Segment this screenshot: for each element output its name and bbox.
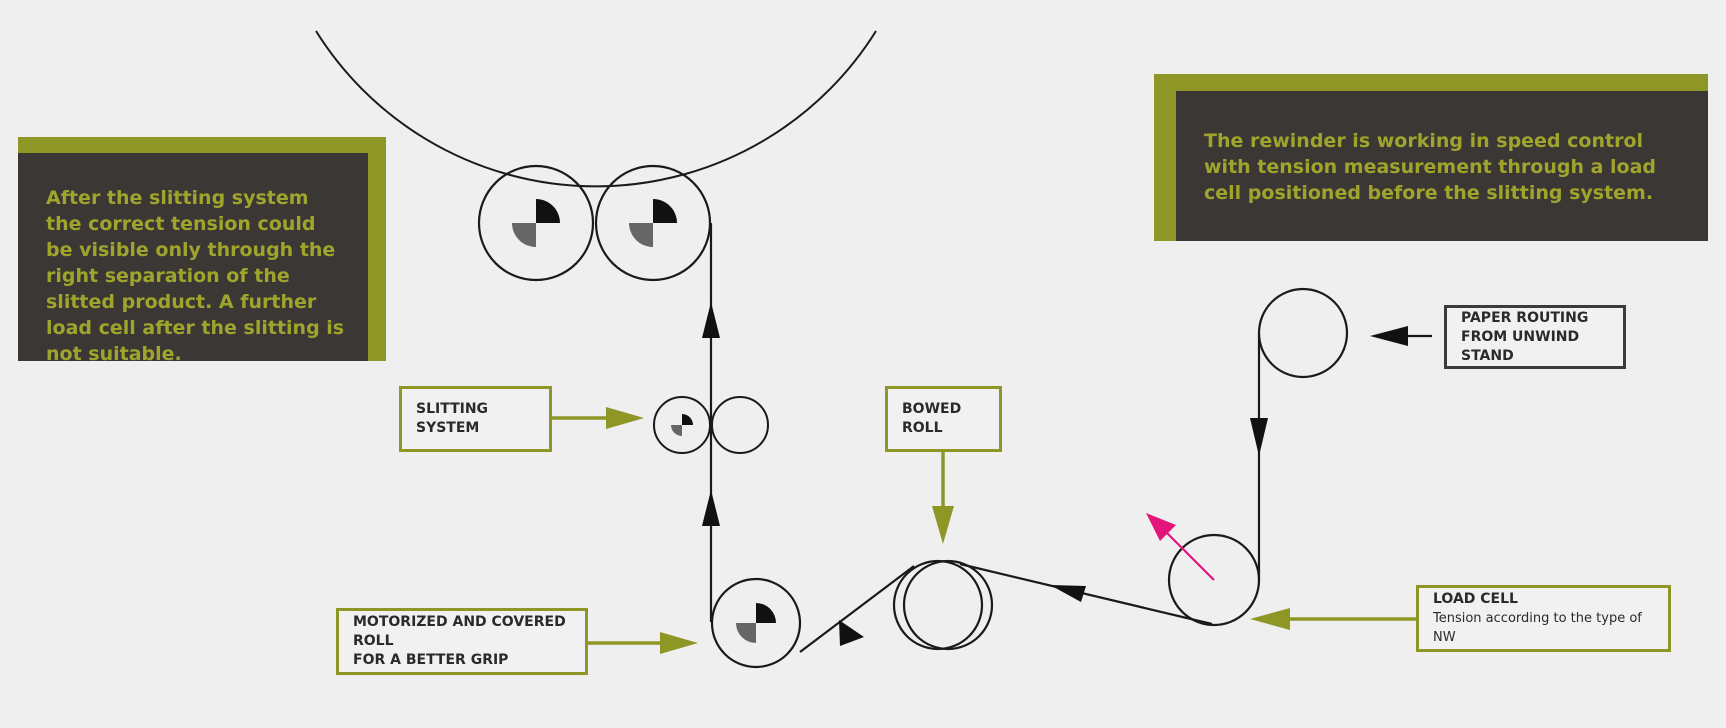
- bowed-roll-label: BOWED ROLL: [885, 386, 1002, 452]
- slitting-roll-core-icon: [682, 414, 693, 425]
- motorized-roll-label: MOTORIZED AND COVERED ROLL FOR A BETTER …: [336, 608, 588, 675]
- load-cell-roll: [1146, 513, 1261, 627]
- flow-arrows: [702, 302, 1408, 646]
- rewind-roll-left-core-icon: [536, 199, 560, 223]
- left-info-text: After the slitting system the correct te…: [46, 187, 345, 365]
- motorized-roll: [710, 577, 802, 669]
- rewind-roll-right-core-icon: [653, 199, 677, 223]
- label-pointers: [551, 407, 1416, 654]
- tension-vector: [1164, 530, 1215, 581]
- bowed-roll: [892, 559, 994, 651]
- unwind-routing-roll: [1257, 287, 1349, 379]
- arrow-left-icon: [1050, 585, 1086, 602]
- motorized-roll-core-icon: [756, 603, 776, 623]
- arrow-down-left-icon: [839, 620, 864, 646]
- load-cell-label: LOAD CELL Tension according to the type …: [1416, 585, 1671, 652]
- arrow-up-icon: [702, 302, 720, 338]
- paper-routing-label: PAPER ROUTING FROM UNWIND STAND: [1444, 305, 1626, 369]
- arrow-left-unwind-icon: [1370, 326, 1408, 346]
- rewind-drum-arc: [315, 30, 877, 188]
- slitting-system-label: SLITTING SYSTEM: [399, 386, 552, 452]
- right-info-box: The rewinder is working in speed control…: [1176, 91, 1708, 241]
- tension-arrow-icon: [1146, 513, 1176, 541]
- rewind-roll-left: [477, 164, 595, 282]
- arrow-up-icon-lower: [702, 490, 720, 526]
- slitting-roll-pair: [653, 396, 769, 454]
- rewind-roll-right: [594, 164, 712, 282]
- left-info-box: After the slitting system the correct te…: [18, 153, 368, 365]
- arrow-down-icon: [1250, 418, 1268, 456]
- web-path: [709, 223, 1261, 653]
- right-info-text: The rewinder is working in speed control…: [1204, 130, 1657, 204]
